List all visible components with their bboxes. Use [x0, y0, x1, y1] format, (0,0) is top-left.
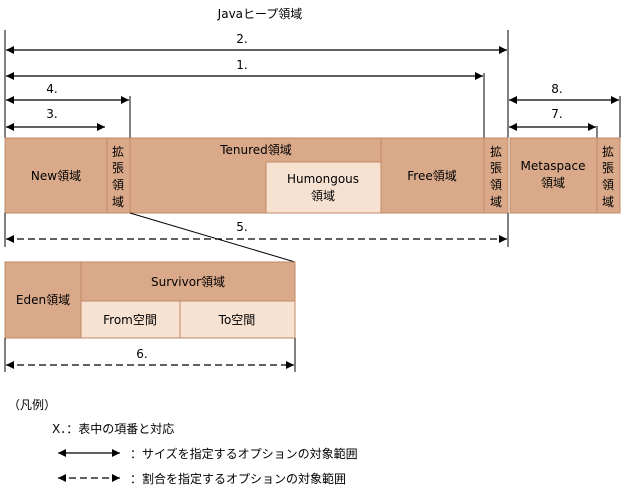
meta-expand-box	[596, 137, 621, 214]
old-expand-char-3: 領	[490, 177, 502, 192]
meta-expand-char-1: 拡	[602, 145, 614, 159]
tenured-region-label: Tenured領域	[219, 142, 292, 157]
old-expand-char-4: 域	[490, 195, 502, 209]
meta-expand-char-2: 張	[602, 161, 614, 175]
metaspace-label-line1: Metaspace	[521, 159, 586, 173]
meta-expand-char-4: 域	[602, 195, 614, 209]
from-space-box	[80, 300, 181, 339]
legend-heading: （凡例）	[8, 398, 57, 412]
old-expand-box	[483, 137, 509, 214]
metaspace-region-box	[509, 137, 598, 214]
free-region-box	[380, 137, 485, 214]
meta-expand-char-3: 領	[602, 177, 614, 192]
zoom-line-right	[129, 212, 296, 263]
new-region-label: New領域	[31, 168, 81, 183]
free-region-label: Free領域	[407, 168, 456, 183]
new-expand-char-4: 域	[112, 195, 124, 209]
survivor-region-label: Survivor領域	[151, 274, 225, 289]
legend-item-size: ：サイズを指定するオプションの対象範囲	[130, 447, 358, 461]
eden-region-label: Eden領域	[16, 292, 70, 307]
new-region-box	[4, 137, 108, 214]
eden-region-box	[4, 261, 82, 339]
from-space-label: From空間	[103, 313, 157, 327]
humongous-label-line1: Humongous	[287, 172, 359, 186]
heap-title: Javaヒープ領域	[217, 6, 303, 21]
arrow-1-label: 1.	[236, 58, 247, 72]
new-expand-char-2: 張	[112, 161, 124, 175]
arrow-7-label: 7.	[551, 107, 562, 121]
legend-item-number: X．：表中の項番と対応	[52, 422, 175, 436]
arrow-2-label: 2.	[236, 32, 247, 46]
arrow-8-label: 8.	[551, 82, 562, 96]
humongous-region-box	[265, 161, 382, 214]
new-expand-char-1: 拡	[112, 145, 124, 159]
humongous-label-line2: 領域	[311, 188, 335, 203]
new-expand-char-3: 領	[112, 177, 124, 192]
arrow-6-label: 6.	[136, 347, 147, 361]
metaspace-label-line2: 領域	[541, 175, 565, 190]
old-expand-char-2: 張	[490, 161, 502, 175]
legend-item-ratio: ：割合を指定するオプションの対象範囲	[130, 472, 347, 486]
to-space-label: To空間	[218, 313, 256, 327]
old-expand-char-1: 拡	[490, 145, 502, 159]
arrow-3-label: 3.	[46, 107, 57, 121]
arrow-4-label: 4.	[46, 82, 57, 96]
arrow-5-label: 5.	[236, 220, 247, 234]
to-space-box	[179, 300, 296, 339]
